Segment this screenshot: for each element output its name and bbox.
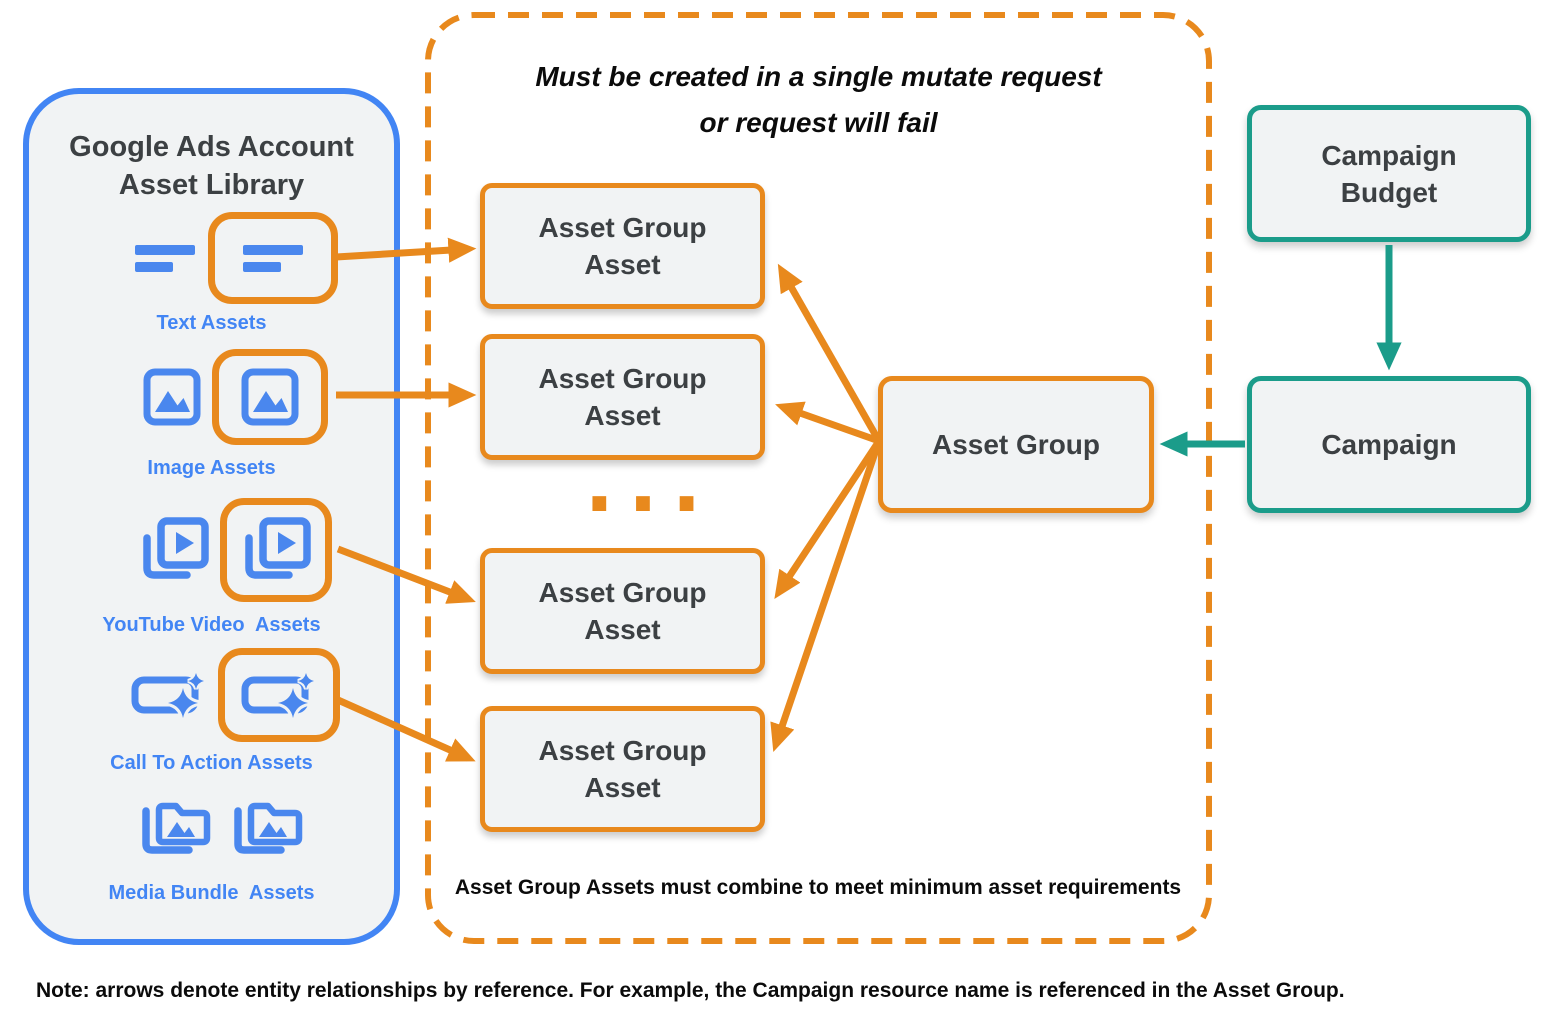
- asset-library-panel: Google Ads Account Asset Library Text As…: [23, 88, 400, 945]
- campaign-label: Campaign: [1321, 429, 1457, 460]
- library-row-youtube-video-assets: YouTube Video Assets: [29, 498, 394, 637]
- mutate-request-title: Must be created in a single mutate reque…: [425, 54, 1212, 146]
- mutate-request-title-line1: Must be created in a single mutate reque…: [535, 61, 1102, 92]
- campaign-budget-box: Campaign Budget: [1247, 105, 1531, 242]
- campaign-budget-label: Campaign Budget: [1321, 139, 1457, 208]
- library-row-text-assets: Text Assets: [29, 212, 394, 335]
- asset-group-asset-box-3: Asset Group Asset: [480, 548, 765, 674]
- youtube-video-asset-icon: [245, 517, 311, 579]
- library-row-image-assets: Image Assets: [29, 349, 394, 480]
- image-asset-icon: [143, 368, 201, 426]
- asset-group-asset-label: Asset Group Asset: [538, 212, 707, 280]
- selected-youtube-video-asset-highlight: [220, 498, 332, 602]
- image-asset-icon: [241, 368, 299, 426]
- image-assets-label: Image Assets: [147, 457, 276, 479]
- call-to-action-assets-label: Call To Action Assets: [110, 752, 313, 774]
- call-to-action-asset-icon: [131, 672, 205, 719]
- diagram-footnote: Note: arrows denote entity relationships…: [36, 979, 1345, 1002]
- youtube-video-asset-icon: [143, 517, 209, 579]
- selected-call-to-action-asset-highlight: [218, 648, 340, 742]
- mutate-request-title-line2: or request will fail: [699, 107, 938, 138]
- library-row-call-to-action-assets: Call To Action Assets: [29, 648, 394, 775]
- youtube-video-assets-label: YouTube Video Assets: [102, 614, 321, 636]
- arrow-asset-group-to-aga2: [775, 401, 881, 445]
- asset-group-label: Asset Group: [931, 429, 1101, 460]
- campaign-box: Campaign: [1247, 376, 1531, 513]
- asset-group-asset-label: Asset Group Asset: [538, 577, 707, 645]
- arrow-asset-group-to-aga3: [774, 439, 882, 600]
- asset-group-box: Asset Group: [878, 376, 1154, 513]
- arrow-asset-group-to-aga1: [777, 263, 883, 443]
- text-asset-icon: [135, 245, 195, 272]
- text-assets-label: Text Assets: [156, 312, 267, 334]
- arrow-asset-group-to-aga4: [770, 439, 883, 752]
- asset-group-asset-box-4: Asset Group Asset: [480, 706, 765, 832]
- asset-library-title: Google Ads Account Asset Library: [69, 131, 354, 201]
- call-to-action-asset-icon: [241, 672, 315, 719]
- media-bundle-asset-icon: [233, 802, 302, 854]
- asset-group-asset-label: Asset Group Asset: [538, 735, 707, 803]
- media-bundle-asset-icon: [141, 802, 210, 854]
- selected-text-asset-highlight: [208, 212, 338, 304]
- ellipsis-more-assets: ...: [584, 440, 716, 530]
- text-asset-icon: [243, 245, 303, 272]
- asset-group-asset-box-1: Asset Group Asset: [480, 183, 765, 309]
- selected-image-asset-highlight: [212, 349, 328, 445]
- media-bundle-assets-label: Media Bundle Assets: [108, 882, 315, 904]
- library-row-media-bundle-assets: Media Bundle Assets: [29, 794, 394, 905]
- asset-group-asset-label: Asset Group Asset: [538, 363, 707, 431]
- minimum-asset-requirements-note: Asset Group Assets must combine to meet …: [454, 876, 1182, 899]
